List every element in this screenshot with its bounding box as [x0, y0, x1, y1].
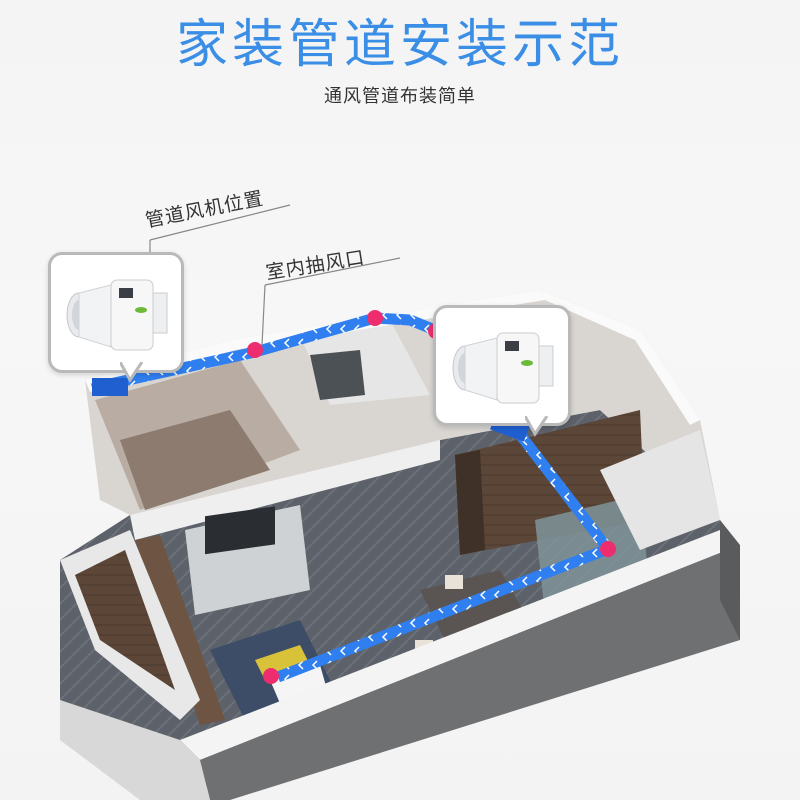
callout-tail-left [120, 362, 144, 383]
building [60, 290, 740, 800]
page-title: 家装管道安装示范 [175, 15, 624, 75]
leader-lines [149, 204, 401, 346]
fan-callout-right [433, 305, 571, 426]
intake-point [263, 668, 279, 684]
duct-fan-icon [66, 279, 168, 351]
page-subtitle: 通风管道布装简单 [324, 86, 476, 107]
callout-tail-right [525, 416, 549, 437]
intake-point [600, 541, 616, 557]
duct-fan-icon [452, 332, 554, 404]
intake-point [367, 310, 383, 326]
intake-points [247, 310, 616, 684]
intake-point [247, 342, 263, 358]
fan-callout-left [48, 252, 184, 373]
duct-outlet-left [92, 378, 128, 396]
